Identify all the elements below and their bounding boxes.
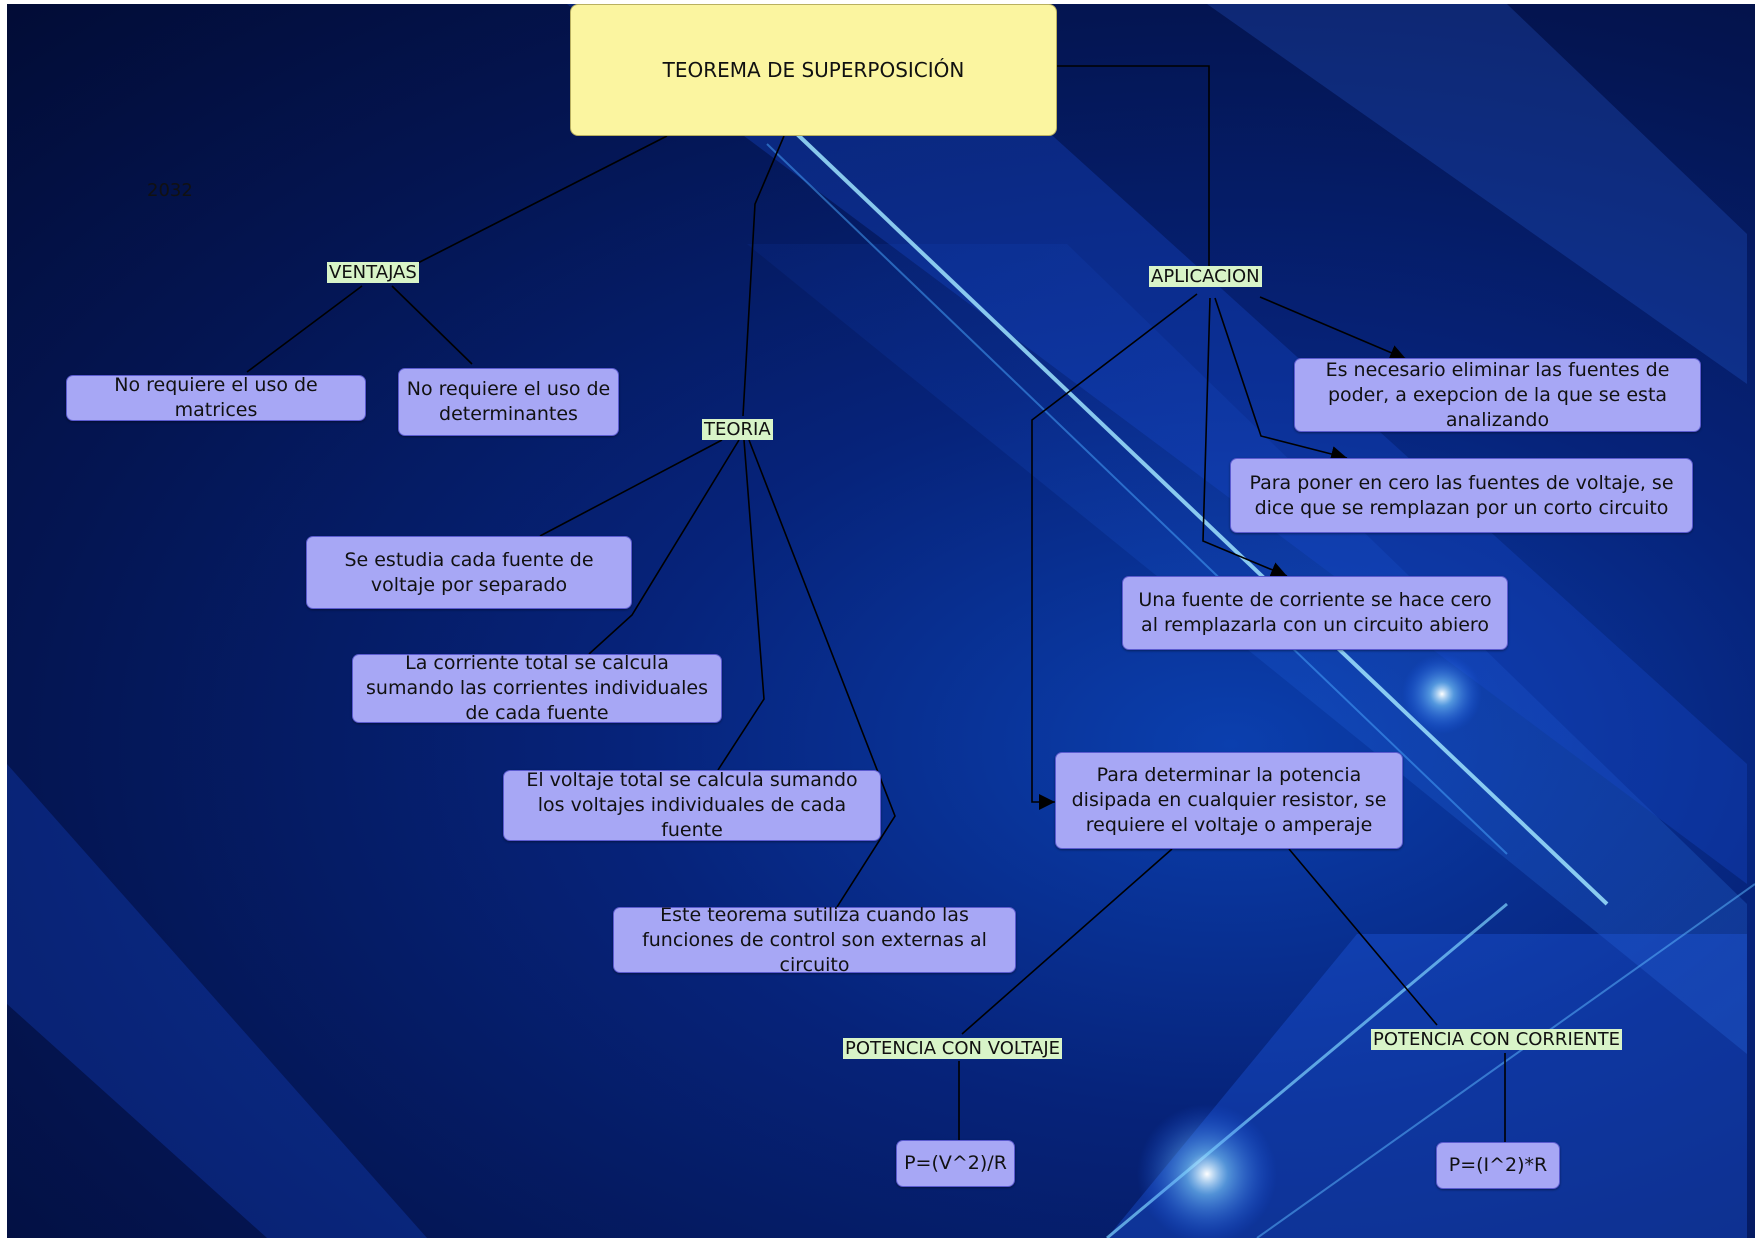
node-text: Una fuente de corriente se hace cero al … [1138, 589, 1492, 636]
node-text: Para poner en cero las fuentes de voltaj… [1249, 471, 1674, 519]
label-potencia-corriente[interactable]: POTENCIA CON CORRIENTE [1371, 1029, 1622, 1050]
node-formula-voltaje[interactable]: P=(V^2)/R [896, 1140, 1015, 1187]
node-text: P=(I^2)*R [1448, 1154, 1548, 1176]
node-teoria-2[interactable]: La corriente total se calcula sumando la… [352, 652, 722, 724]
stray-number-text: 2032 [147, 180, 193, 201]
node-formula-corriente[interactable]: P=(I^2)*R [1436, 1142, 1560, 1189]
node-text: No requiere el uso de determinantes [406, 378, 611, 425]
label-teoria[interactable]: TEORIA [702, 419, 773, 440]
root-node[interactable]: TEOREMA DE SUPERPOSICIÓN [570, 4, 1057, 136]
node-text: P=(V^2)/R [904, 1152, 1007, 1174]
node-aplicacion-4[interactable]: Para determinar la potencia disipada en … [1055, 752, 1403, 849]
node-aplicacion-3[interactable]: Una fuente de corriente se hace cero al … [1122, 576, 1508, 650]
node-text: Se estudia cada fuente de voltaje por se… [344, 548, 594, 596]
concept-map-canvas: TEOREMA DE SUPERPOSICIÓN 2032 VENTAJAS N… [7, 4, 1755, 1238]
label-aplicacion[interactable]: APLICACION [1149, 266, 1262, 287]
node-text: Este teorema sutiliza cuando las funcion… [642, 903, 987, 976]
node-ventajas-1[interactable]: No requiere el uso de matrices [66, 374, 366, 421]
node-text: No requiere el uso de matrices [114, 374, 318, 421]
node-text: El voltaje total se calcula sumando los … [526, 769, 858, 841]
label-ventajas[interactable]: VENTAJAS [327, 262, 419, 283]
label-potencia-voltaje[interactable]: POTENCIA CON VOLTAJE [843, 1038, 1062, 1059]
node-aplicacion-1[interactable]: Es necesario eliminar las fuentes de pod… [1294, 358, 1701, 432]
node-teoria-1[interactable]: Se estudia cada fuente de voltaje por se… [306, 536, 632, 609]
node-text: Es necesario eliminar las fuentes de pod… [1325, 358, 1670, 431]
node-text: Para determinar la potencia disipada en … [1071, 764, 1387, 836]
node-teoria-3[interactable]: El voltaje total se calcula sumando los … [503, 769, 881, 841]
root-title: TEOREMA DE SUPERPOSICIÓN [662, 58, 965, 82]
node-teoria-4[interactable]: Este teorema sutiliza cuando las funcion… [613, 904, 1016, 976]
node-text: La corriente total se calcula sumando la… [366, 652, 708, 724]
node-ventajas-2[interactable]: No requiere el uso de determinantes [398, 368, 619, 436]
node-aplicacion-2[interactable]: Para poner en cero las fuentes de voltaj… [1230, 458, 1693, 533]
